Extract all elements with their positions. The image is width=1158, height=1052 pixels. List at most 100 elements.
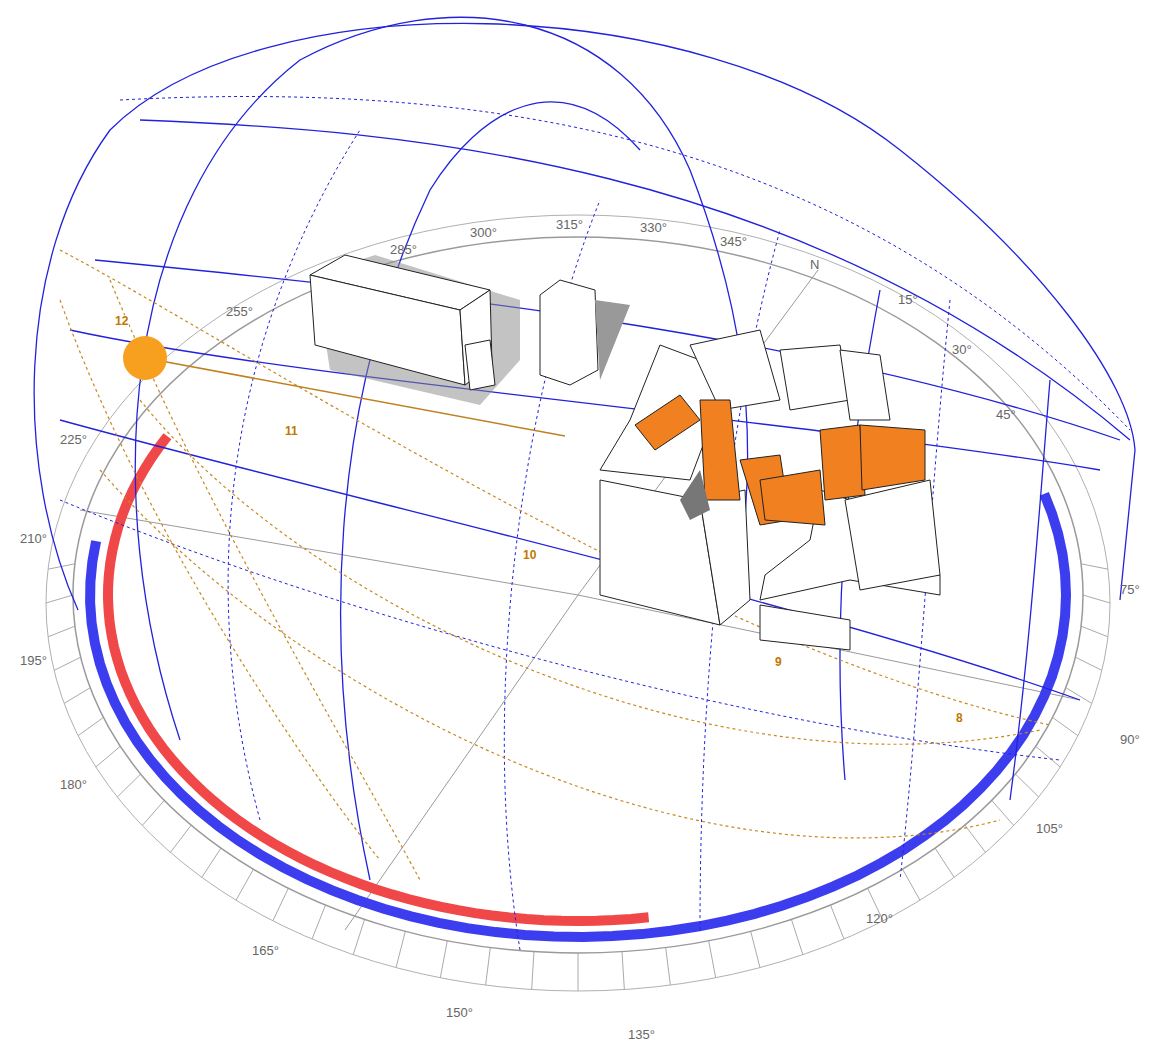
azimuth-label: 315° <box>556 218 583 231</box>
hour-label: 9 <box>774 656 783 668</box>
block <box>840 350 890 420</box>
dome-meridian <box>341 102 640 880</box>
hour-label: 10 <box>522 549 537 561</box>
compass-tick <box>532 952 534 990</box>
compass-tick <box>48 626 75 637</box>
block <box>465 340 495 390</box>
dome-meridian <box>1010 380 1050 800</box>
compass-tick <box>273 888 288 921</box>
azimuth-label: 300° <box>470 226 497 239</box>
block <box>845 480 940 590</box>
wall <box>310 275 465 385</box>
block <box>760 605 850 650</box>
azimuth-label: 345° <box>720 235 747 248</box>
azimuth-label: 135° <box>628 1028 655 1041</box>
dome-dashed-parallel <box>120 97 1130 430</box>
azimuth-label: 285° <box>390 243 417 256</box>
compass-tick <box>353 919 364 954</box>
azimuth-label: 255° <box>226 305 253 318</box>
compass-tick <box>666 948 671 986</box>
date-path <box>60 300 380 860</box>
compass-tick <box>578 953 579 991</box>
compass-ring <box>73 237 1083 953</box>
azimuth-label: 45° <box>996 408 1016 421</box>
hour-label: 11 <box>284 425 299 437</box>
compass-tick <box>1075 657 1102 670</box>
compass-tick <box>1081 564 1108 569</box>
compass-tick <box>1081 626 1108 637</box>
dome-dashed-grid <box>60 97 1130 950</box>
azimuth-label: 105° <box>1036 822 1063 835</box>
compass-tick <box>170 825 191 852</box>
compass-tick <box>117 774 140 797</box>
compass-tick <box>236 869 253 900</box>
east-axis <box>578 595 1080 700</box>
compass-tick <box>96 746 120 767</box>
compass-tick <box>202 848 221 877</box>
compass-tick <box>1053 717 1078 735</box>
roof-orange <box>860 425 925 490</box>
compass-outer-ring <box>46 215 1110 991</box>
azimuth-label: 225° <box>60 433 87 446</box>
red-season-band <box>108 436 649 921</box>
azimuth-label: 210° <box>20 532 47 545</box>
compass-tick <box>64 688 90 704</box>
shadow <box>680 470 710 520</box>
azimuth-label: 75° <box>1120 583 1140 596</box>
azimuth-label: 165° <box>252 944 279 957</box>
compass-tick <box>1066 688 1092 704</box>
south-axis <box>345 595 578 930</box>
azimuth-label: 195° <box>20 654 47 667</box>
azimuth-label: 120° <box>866 912 893 925</box>
roof-orange <box>760 470 825 525</box>
tower <box>540 280 598 385</box>
compass-tick <box>965 825 986 852</box>
dome-wireframe <box>34 17 1135 880</box>
date-path <box>140 400 1040 744</box>
azimuth-label: 150° <box>446 1006 473 1019</box>
shadow <box>595 300 630 380</box>
compass-tick <box>622 952 624 990</box>
dome-parallel <box>95 260 1120 440</box>
dome-parallel <box>60 420 1080 700</box>
azimuth-label: N <box>810 258 819 271</box>
roof-orange <box>820 425 865 500</box>
azimuth-label: 15° <box>898 293 918 306</box>
compass-tick <box>903 869 920 900</box>
hour-label: 8 <box>955 712 964 724</box>
compass-tick <box>312 905 326 939</box>
compass-tick <box>831 905 845 939</box>
compass-tick <box>78 717 103 735</box>
hour-label: 12 <box>114 315 129 327</box>
azimuth-label: 180° <box>60 778 87 791</box>
hour-path <box>60 250 1050 725</box>
sun-symbol <box>123 336 167 380</box>
roof-orange <box>635 395 700 450</box>
west-axis <box>80 510 578 595</box>
compass-tick <box>1083 595 1110 603</box>
roof-orange <box>700 400 740 500</box>
compass-tick <box>142 800 164 825</box>
date-path <box>100 470 1000 838</box>
compass-tick <box>486 948 491 986</box>
azimuth-label: 90° <box>1120 733 1140 746</box>
building-cluster <box>600 330 940 650</box>
compass-tick <box>440 941 447 978</box>
azimuth-label: 30° <box>952 343 972 356</box>
block <box>780 345 850 410</box>
dome-outline <box>34 23 1135 610</box>
compass-tick <box>54 657 81 670</box>
compass-tick <box>935 848 954 877</box>
compass-tick <box>46 595 73 603</box>
compass-tick <box>791 919 802 954</box>
dome-parallel <box>140 120 1130 440</box>
sun-path-curves <box>60 250 1050 880</box>
compass-tick <box>1036 746 1060 767</box>
compass-tick <box>751 931 760 967</box>
compass-tick <box>396 931 405 967</box>
block <box>690 330 780 410</box>
compass-ticks <box>46 564 1110 991</box>
compass-tick <box>1015 774 1038 797</box>
